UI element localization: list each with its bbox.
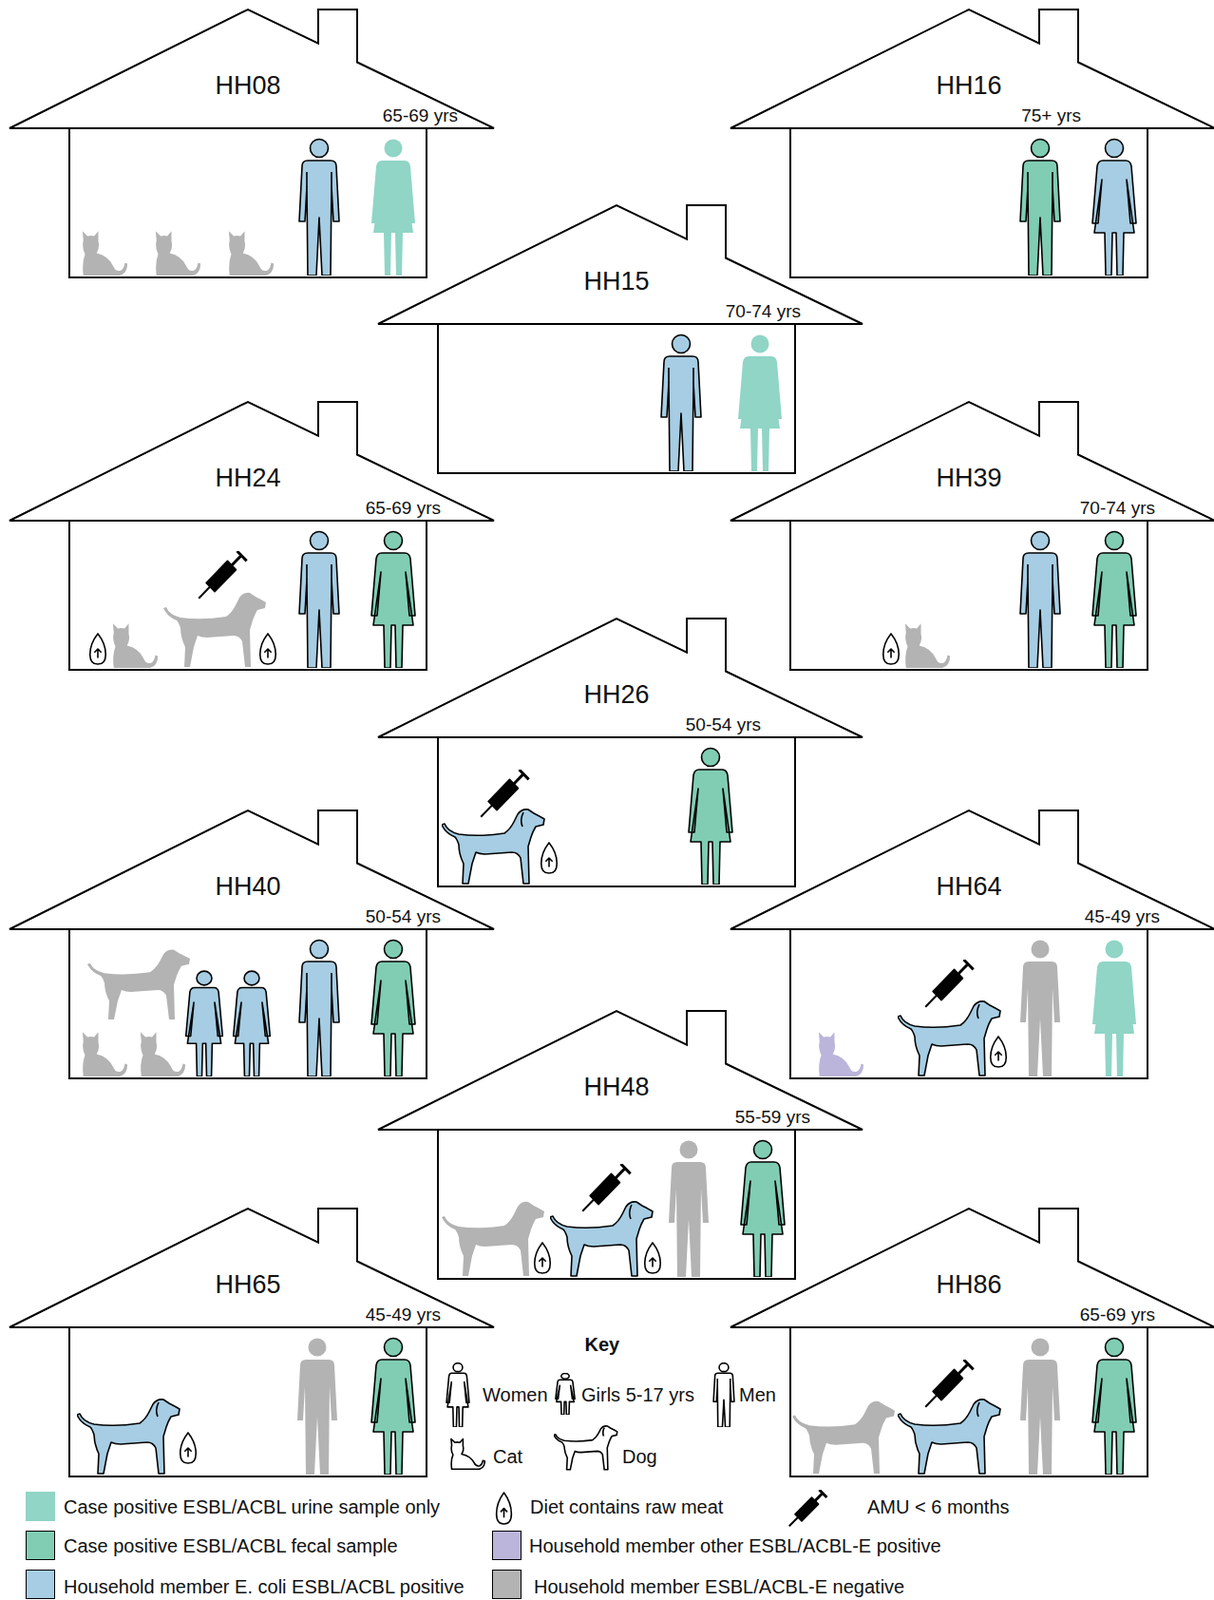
house-outline — [8, 8, 495, 279]
house-body — [790, 929, 1148, 1079]
house-roof — [730, 1208, 1214, 1328]
legend-text: Case positive ESBL/ACBL fecal sample — [63, 1534, 399, 1557]
house-roof — [730, 401, 1214, 521]
house-body — [437, 323, 796, 474]
household-house: HH1675+ yrs — [729, 8, 1214, 279]
house-roof — [9, 1208, 494, 1328]
household-house: HH1570-74 yrs — [377, 204, 864, 475]
legend-text: Diet contains raw meat — [530, 1495, 723, 1518]
household-house: HH4855-59 yrs — [377, 1009, 864, 1280]
household-id: HH15 — [377, 265, 856, 298]
legend-text: Household member other ESBL/ACBL-E posit… — [529, 1534, 942, 1557]
legend-text: Women — [482, 1383, 549, 1406]
house-body — [69, 929, 427, 1079]
legend-text: Household member ESBL/ACBL-E negative — [533, 1574, 905, 1598]
house-outline — [377, 1009, 864, 1280]
legend-text: Men — [739, 1383, 777, 1406]
legend-text: Girls 5-17 yrs — [581, 1383, 695, 1406]
legend-cat-icon — [451, 1439, 485, 1470]
house-roof — [378, 618, 863, 738]
house-roof — [730, 810, 1214, 930]
house-outline — [8, 809, 495, 1080]
household-house: HH0865-69 yrs — [8, 8, 495, 279]
legend-man-icon — [713, 1363, 735, 1427]
house-roof — [9, 810, 494, 930]
household-house: HH6445-49 yrs — [729, 809, 1214, 1080]
house-outline — [729, 400, 1214, 671]
house-roof — [9, 9, 494, 129]
legend-text: Dog — [622, 1444, 658, 1468]
house-body — [790, 1327, 1148, 1477]
household-house: HH6545-49 yrs — [8, 1207, 495, 1478]
house-roof — [9, 401, 494, 521]
household-id: HH39 — [729, 461, 1209, 494]
age-group: 70-74 yrs — [725, 300, 801, 323]
household-id: HH08 — [8, 69, 488, 102]
house-body — [437, 1129, 796, 1279]
household-house: HH8665-69 yrs — [729, 1207, 1214, 1478]
legend-dog-icon — [553, 1425, 618, 1470]
house-outline — [729, 809, 1214, 1080]
house-outline — [377, 617, 864, 888]
house-body — [790, 128, 1148, 278]
legend-meat-icon — [496, 1492, 513, 1524]
age-group: 55-59 yrs — [735, 1105, 811, 1129]
household-house: HH3970-74 yrs — [729, 400, 1214, 671]
age-group: 45-49 yrs — [1084, 905, 1160, 929]
legend-girl-icon — [555, 1372, 575, 1415]
household-house: HH4050-54 yrs — [8, 809, 495, 1080]
age-group: 70-74 yrs — [1080, 496, 1156, 520]
legend-text: Cat — [493, 1444, 523, 1468]
house-roof — [378, 1010, 863, 1130]
house-outline — [377, 204, 864, 475]
house-body — [69, 1327, 427, 1477]
house-body — [69, 520, 427, 670]
legend-woman-icon — [446, 1363, 470, 1427]
household-id: HH65 — [8, 1268, 488, 1301]
house-outline — [8, 400, 495, 671]
house-body — [790, 520, 1148, 670]
legend-text: Case positive ESBL/ACBL urine sample onl… — [63, 1495, 440, 1518]
legend-swatch — [492, 1569, 522, 1599]
legend-swatch — [492, 1530, 522, 1560]
house-outline — [729, 1207, 1214, 1478]
legend-heading: Key — [585, 1332, 621, 1356]
age-group: 75+ yrs — [1021, 104, 1082, 128]
legend-swatch — [25, 1569, 56, 1599]
household-id: HH86 — [729, 1268, 1209, 1301]
household-id: HH40 — [8, 870, 488, 903]
age-group: 65-69 yrs — [382, 104, 458, 128]
household-id: HH24 — [8, 461, 488, 494]
household-house: HH2650-54 yrs — [377, 617, 864, 888]
age-group: 65-69 yrs — [1080, 1303, 1156, 1327]
house-roof — [378, 205, 863, 324]
legend-text: Household member E. coli ESBL/ACBL posit… — [63, 1574, 465, 1598]
household-id: HH26 — [377, 678, 856, 711]
household-id: HH64 — [729, 870, 1209, 903]
household-id: HH16 — [729, 69, 1209, 102]
household-id: HH48 — [377, 1070, 856, 1103]
legend-swatch — [25, 1530, 56, 1560]
house-outline — [8, 1207, 495, 1478]
age-group: 50-54 yrs — [685, 713, 761, 737]
legend-syringe-icon — [789, 1489, 828, 1526]
house-outline — [729, 8, 1214, 279]
age-group: 45-49 yrs — [365, 1303, 441, 1327]
age-group: 65-69 yrs — [365, 496, 441, 520]
household-house: HH2465-69 yrs — [8, 400, 495, 671]
house-body — [69, 128, 427, 278]
key-samples — [446, 1363, 827, 1527]
legend-swatch — [25, 1491, 56, 1521]
house-body — [437, 737, 796, 887]
legend-text: AMU < 6 months — [867, 1495, 1010, 1518]
age-group: 50-54 yrs — [365, 905, 441, 929]
house-roof — [730, 9, 1214, 129]
